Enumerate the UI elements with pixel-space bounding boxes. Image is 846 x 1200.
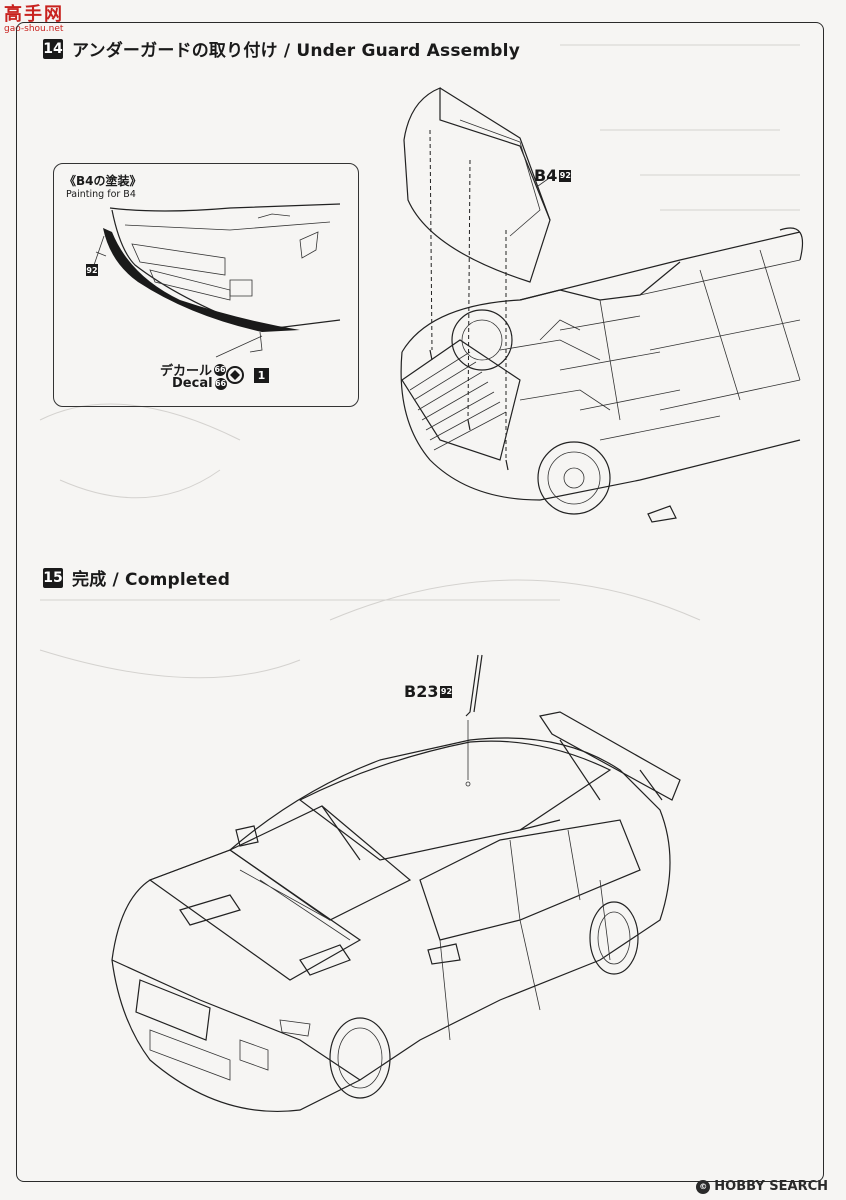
show-through-ghost bbox=[39, 44, 800, 679]
decal-jp-text: デカール bbox=[160, 364, 213, 379]
decal-label-en: Decal 66 bbox=[172, 376, 227, 391]
decal-apply-icon bbox=[226, 366, 244, 384]
under-guard-b4-drawing bbox=[403, 87, 551, 471]
step-14-title: アンダーガードの取り付け / Under Guard Assembly bbox=[72, 41, 520, 61]
completed-car-drawing bbox=[111, 654, 681, 1113]
logo-name: 高手网 bbox=[4, 4, 64, 25]
decal-en-text: Decal bbox=[172, 376, 213, 391]
decal-number-badge: 66 bbox=[214, 363, 227, 376]
step-number-15: 15 bbox=[43, 567, 63, 588]
inset-title: 《B4の塗装》 bbox=[64, 174, 142, 188]
part-label-b4: B4 92 bbox=[534, 166, 572, 185]
inset-part-ref: 92 bbox=[86, 264, 98, 276]
site-logo[interactable]: 高手网 gao-shou.net bbox=[4, 4, 64, 35]
leader-b4 bbox=[537, 173, 556, 187]
underside-car-drawing bbox=[400, 227, 804, 523]
painting-inset-box bbox=[53, 163, 359, 407]
step-14-header: 14 アンダーガードの取り付け / Under Guard Assembly bbox=[43, 36, 520, 61]
step-15-title: 完成 / Completed bbox=[72, 570, 231, 590]
part-b23-text: B23 bbox=[404, 682, 439, 701]
decal-sheet-badge: 1 bbox=[254, 367, 269, 383]
hobby-search-watermark: © HOBBY SEARCH bbox=[696, 1179, 828, 1194]
decal-number-badge-en: 66 bbox=[214, 377, 227, 390]
part-tree-ref-badge: 92 bbox=[86, 264, 98, 276]
part-b23-ref-badge: 92 bbox=[440, 685, 453, 698]
watermark-text: HOBBY SEARCH bbox=[714, 1179, 828, 1194]
part-label-b23: B23 92 bbox=[404, 682, 453, 701]
leader-inset-92 bbox=[92, 235, 105, 269]
step-15-header: 15 完成 / Completed bbox=[43, 565, 230, 590]
part-b4-ref-badge: 92 bbox=[559, 169, 572, 182]
copyright-circle-icon: © bbox=[696, 1179, 711, 1194]
part-b4-text: B4 bbox=[534, 166, 558, 185]
logo-url: gao-shou.net bbox=[4, 24, 64, 34]
inset-bumper-drawing bbox=[95, 203, 341, 353]
inset-subtitle: Painting for B4 bbox=[66, 189, 136, 200]
step-number-14: 14 bbox=[43, 38, 63, 59]
decal-label-jp: デカール 66 bbox=[160, 360, 227, 379]
decal-apply-group: 1 bbox=[220, 366, 269, 384]
page-frame bbox=[16, 22, 824, 1182]
leader-inset-decal bbox=[215, 335, 263, 358]
